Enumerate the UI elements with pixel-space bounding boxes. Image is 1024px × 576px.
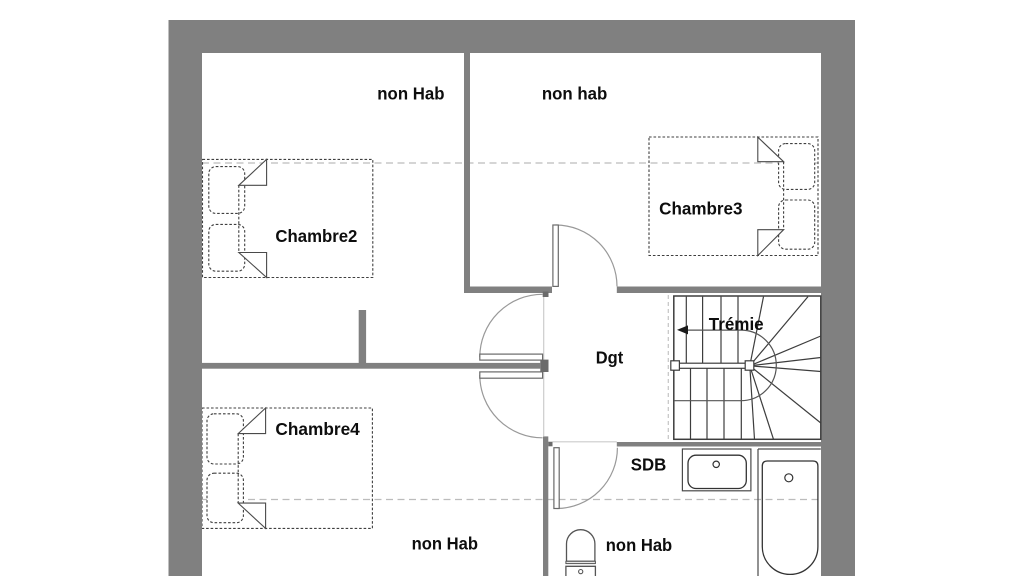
- svg-text:non Hab: non Hab: [412, 534, 478, 554]
- svg-text:Chambre3: Chambre3: [659, 199, 743, 219]
- svg-text:Dgt: Dgt: [596, 348, 624, 368]
- svg-text:Chambre2: Chambre2: [275, 226, 357, 246]
- svg-text:non Hab: non Hab: [377, 84, 444, 104]
- svg-text:SDB: SDB: [631, 455, 667, 475]
- svg-text:Trémie: Trémie: [709, 314, 764, 334]
- svg-text:non Hab: non Hab: [606, 535, 672, 555]
- svg-text:non hab: non hab: [542, 84, 608, 104]
- svg-text:Chambre4: Chambre4: [275, 419, 360, 439]
